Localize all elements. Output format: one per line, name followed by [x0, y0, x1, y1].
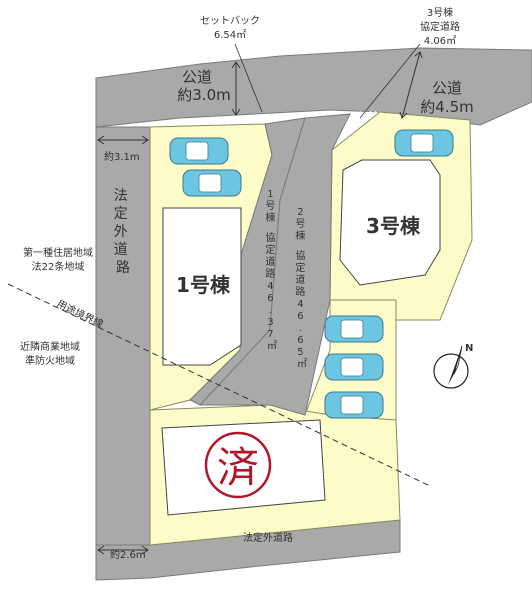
- public-road-left-width: 約3.0m: [177, 86, 230, 104]
- setback-value: 6.54㎡: [214, 29, 246, 41]
- zone-boundary-line: [7, 283, 431, 487]
- width-top-left: 約3.1m: [104, 150, 140, 163]
- zone-lower-line1: 近隣商業地域: [20, 340, 80, 353]
- compass-label: N: [465, 343, 473, 354]
- car-3: [394, 129, 454, 157]
- zone-upper-line1: 第一種住居地域: [23, 246, 93, 259]
- public-road-right-label: 公道: [432, 79, 462, 97]
- sold-mark-circle: [204, 431, 272, 499]
- house-3-label: 3号棟: [366, 214, 421, 238]
- setback-title: セットバック: [200, 15, 260, 27]
- zone-lower-line2: 準防火地域: [25, 354, 75, 367]
- road3-value: 4.06㎡: [424, 35, 456, 47]
- sold-mark: 済: [217, 443, 259, 492]
- car-6: [324, 391, 384, 419]
- dimension-right-road: [399, 51, 423, 119]
- setback-line: [149, 111, 381, 126]
- building-1: [162, 207, 242, 366]
- house-1-label: 1号棟: [176, 273, 231, 297]
- building-sold: [161, 419, 326, 516]
- car-2: [182, 169, 242, 197]
- dimension-top-left: [97, 135, 149, 145]
- width-bottom-left: 約2.6m: [110, 548, 146, 561]
- road3-line2: 協定道路: [420, 20, 460, 33]
- car-5: [324, 353, 384, 381]
- dimension-left-road: [231, 61, 241, 116]
- dimension-bottom-left: [97, 545, 149, 555]
- car-1: [169, 137, 229, 165]
- building-3: [339, 159, 441, 286]
- statutory-road-vertical: 法 定 外 道 路: [114, 188, 132, 276]
- public-road-left-label: 公道: [182, 68, 212, 86]
- zone-upper-line2: 法22条地域: [32, 260, 85, 273]
- road-1-vertical: 1 号 棟 協 定 道 路 4 6 . 3 7 ㎡: [265, 189, 278, 352]
- car-4: [324, 315, 384, 343]
- compass-icon: [433, 345, 469, 389]
- road3-leader: [359, 43, 421, 119]
- setback-leader: [234, 43, 263, 113]
- road-2-vertical: 2 号 棟 協 定 道 路 4 6 . 6 5 ㎡: [295, 207, 308, 370]
- road3-line1: 3号棟: [427, 6, 453, 19]
- statutory-road-bottom: 法定外道路: [243, 531, 293, 544]
- agreement-road-2: [198, 113, 351, 416]
- public-road-right-width: 約4.5m: [420, 98, 473, 116]
- public-road: [95, 47, 532, 128]
